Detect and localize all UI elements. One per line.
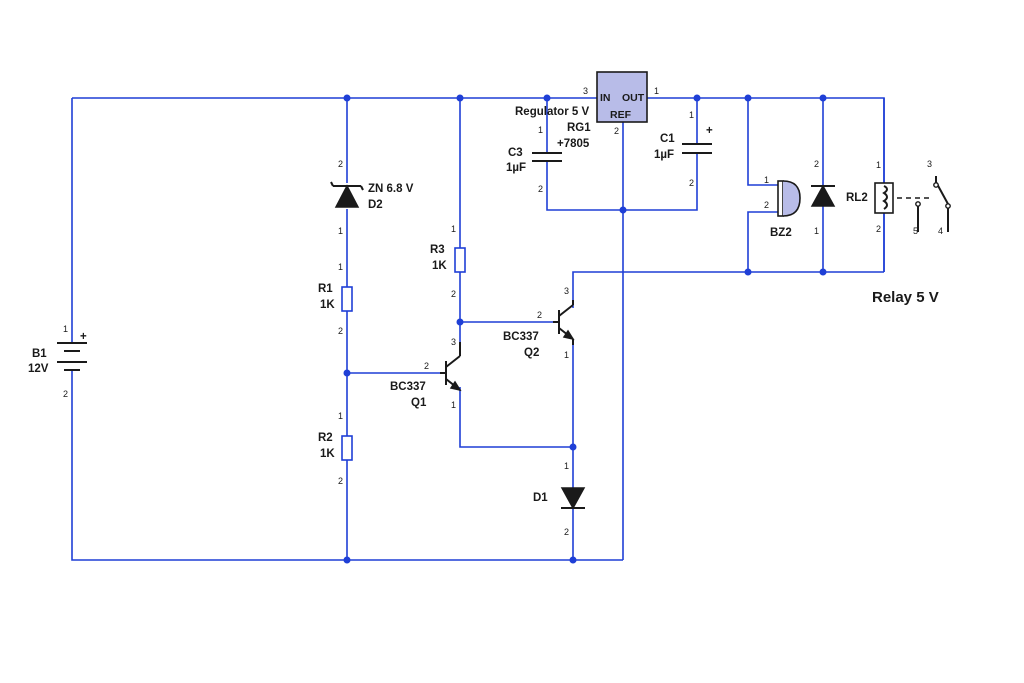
q1-pin1: 1 [451, 400, 456, 410]
c1-ref: C1 [660, 133, 675, 145]
d2-ref: D2 [368, 199, 383, 211]
relay-caption: Relay 5 V [872, 289, 939, 306]
d3-pin1: 1 [814, 226, 819, 236]
junction-dot [343, 369, 351, 377]
rg1-ref: RG1 [567, 122, 591, 134]
rg1-ref-label: REF [610, 109, 632, 121]
r2-pin2: 2 [338, 476, 343, 486]
junction-dot [744, 268, 752, 276]
q2-pin2: 2 [537, 310, 542, 320]
resistor-r1: 1 2 R1 1K [318, 262, 353, 336]
b1-value: 12V [28, 363, 49, 375]
junction-dot [619, 206, 627, 214]
rg1-pin1: 1 [654, 86, 659, 96]
rg1-value: +7805 [557, 138, 590, 150]
zener-diode-d2: 2 1 ZN 6.8 V D2 [330, 159, 414, 236]
rg1-in-label: IN [600, 92, 611, 104]
d1-ref: D1 [533, 492, 548, 504]
junction-dot [569, 556, 577, 564]
r1-value: 1K [320, 299, 335, 311]
q1-pin2: 2 [424, 361, 429, 371]
junction-dot [819, 94, 827, 102]
rl2-pin4: 4 [938, 226, 943, 236]
c1-pin1: 1 [689, 110, 694, 120]
rl2-pin5: 5 [913, 226, 918, 236]
q2-value: BC337 [503, 331, 539, 343]
junction-dot [744, 94, 752, 102]
q1-pin3: 3 [451, 337, 456, 347]
junctions [343, 94, 827, 564]
q2-pin3: 3 [564, 286, 569, 296]
d2-value: ZN 6.8 V [368, 183, 414, 195]
rg1-out-label: OUT [622, 92, 645, 104]
q1-value: BC337 [390, 381, 426, 393]
junction-dot [343, 94, 351, 102]
r1-ref: R1 [318, 283, 333, 295]
battery-b1: + 1 2 B1 12V [28, 324, 87, 399]
junction-dot [693, 94, 701, 102]
junction-dot [543, 94, 551, 102]
buzzer-bz2: 1 2 BZ2 [764, 175, 801, 239]
rl2-ref: RL2 [846, 192, 868, 204]
resistor-r3: 1 2 R3 1K [430, 224, 466, 299]
c3-ref: C3 [508, 147, 523, 159]
junction-dot [343, 556, 351, 564]
regulator-rg1: IN OUT REF 3 1 2 Regulator 5 V RG1 +7805 [515, 71, 659, 150]
r3-pin1: 1 [451, 224, 456, 234]
r3-ref: R3 [430, 244, 445, 256]
c3-pin1: 1 [538, 125, 543, 135]
d1-pin2: 2 [564, 527, 569, 537]
b1-ref: B1 [32, 348, 47, 360]
q2-ref: Q2 [524, 347, 539, 359]
diode-flyback: 2 1 [810, 159, 836, 236]
c1-plus: + [706, 125, 713, 137]
bz2-ref: BZ2 [770, 227, 792, 239]
b1-plus: + [80, 331, 87, 343]
c3-pin2: 2 [538, 184, 543, 194]
transistor-q2: 2 3 1 BC337 Q2 [503, 286, 575, 360]
b1-pin1: 1 [63, 324, 68, 334]
r3-value: 1K [432, 260, 447, 272]
d2-pin2: 2 [338, 159, 343, 169]
rl2-pin1: 1 [876, 160, 881, 170]
junction-dot [569, 443, 577, 451]
c3-value: 1µF [506, 162, 526, 174]
r1-pin2: 2 [338, 326, 343, 336]
rl2-pin3: 3 [927, 159, 932, 169]
c1-value: 1µF [654, 149, 674, 161]
rg1-pin2: 2 [614, 126, 619, 136]
junction-dot [456, 94, 464, 102]
b1-pin2: 2 [63, 389, 68, 399]
bz2-pin1: 1 [764, 175, 769, 185]
r2-pin1: 1 [338, 411, 343, 421]
resistor-r2: 1 2 R2 1K [318, 411, 353, 486]
junction-dot [456, 318, 464, 326]
c1-pin2: 2 [689, 178, 694, 188]
capacitor-c3: 1 2 C3 1µF [506, 125, 562, 194]
rg1-title: Regulator 5 V [515, 106, 589, 118]
relay-rl2: 1 2 3 5 4 RL2 [846, 159, 951, 236]
r2-value: 1K [320, 448, 335, 460]
d3-pin2: 2 [814, 159, 819, 169]
diode-d1: 1 2 D1 [533, 461, 586, 537]
junction-dot [819, 268, 827, 276]
r3-pin2: 2 [451, 289, 456, 299]
transistor-q1: 2 3 1 BC337 Q1 [390, 337, 462, 410]
rg1-pin3: 3 [583, 86, 588, 96]
d1-pin1: 1 [564, 461, 569, 471]
q2-pin1: 1 [564, 350, 569, 360]
r2-ref: R2 [318, 432, 333, 444]
rl2-pin2: 2 [876, 224, 881, 234]
capacitor-c1: + 1 2 C1 1µF [654, 110, 713, 188]
wires [71, 96, 885, 561]
bz2-pin2: 2 [764, 200, 769, 210]
d2-pin1: 1 [338, 226, 343, 236]
q1-ref: Q1 [411, 397, 427, 409]
r1-pin1: 1 [338, 262, 343, 272]
